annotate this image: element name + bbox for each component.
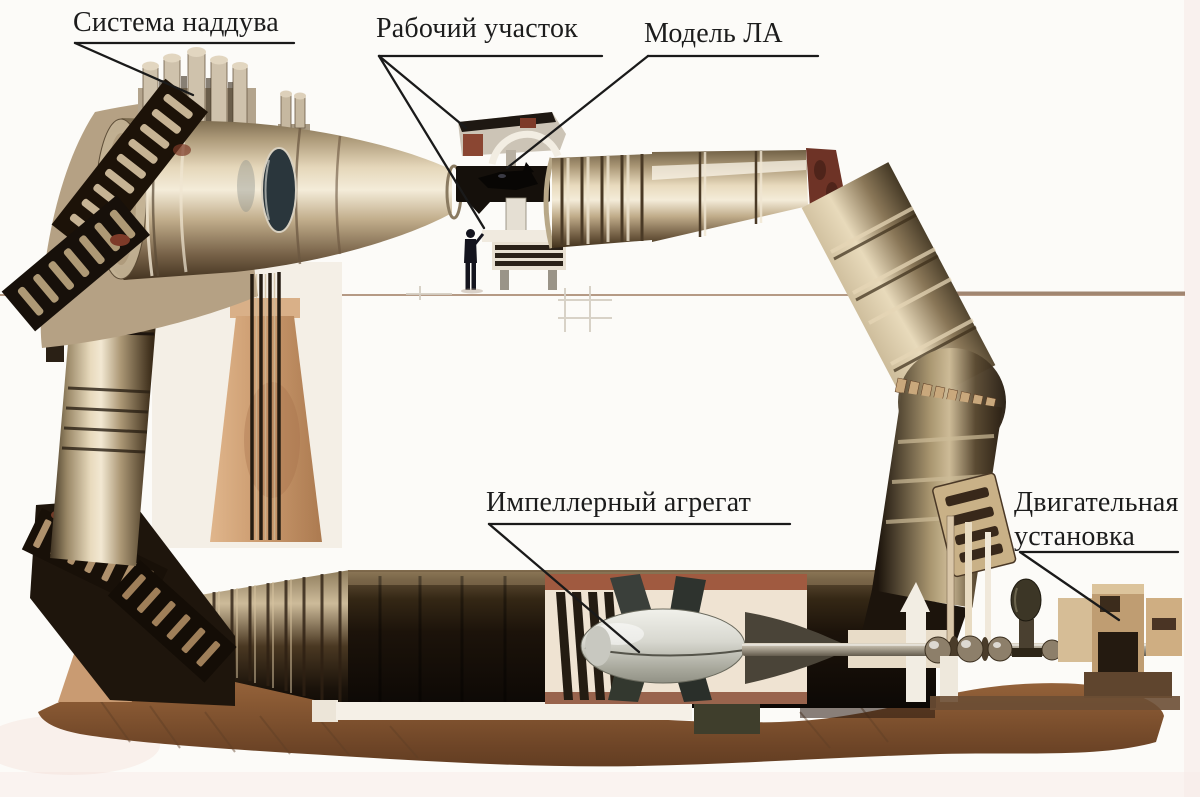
- propulsion-unit-label: Двигательная установка: [1014, 487, 1179, 552]
- test-section-leader-1: [377, 54, 468, 130]
- propulsion-leader: [1018, 550, 1121, 622]
- drive-line: [742, 515, 1182, 710]
- gearbox-egg: [1010, 578, 1042, 657]
- test-section-label: Рабочий участок: [376, 13, 578, 44]
- pressurization-leader: [73, 41, 195, 97]
- aircraft-model-label: Модель ЛА: [644, 18, 783, 49]
- right-descending-duct: [801, 162, 1017, 660]
- upper-left-corner-vane-bands: [1, 78, 208, 332]
- impeller-unit-label: Импеллерный агрегат: [486, 487, 752, 518]
- shaft-couplings: [924, 635, 1087, 664]
- aircraft-model-leader: [505, 54, 650, 170]
- test-section-leader-2: [377, 54, 486, 230]
- test-section: [406, 112, 612, 332]
- impeller-unit: [545, 574, 852, 704]
- aircraft-model: [478, 162, 538, 190]
- pressurization-system-label: Система наддува: [73, 7, 279, 38]
- chamber-piping: [250, 272, 281, 540]
- motor-building: [1058, 584, 1182, 698]
- impeller-leader: [487, 522, 641, 654]
- chamber-access-window: [261, 147, 297, 233]
- top-diffuser-duct: [543, 148, 848, 249]
- model-support-strut: [505, 197, 527, 233]
- leader-lines: [73, 41, 1180, 654]
- scale-person-figure: [461, 229, 485, 294]
